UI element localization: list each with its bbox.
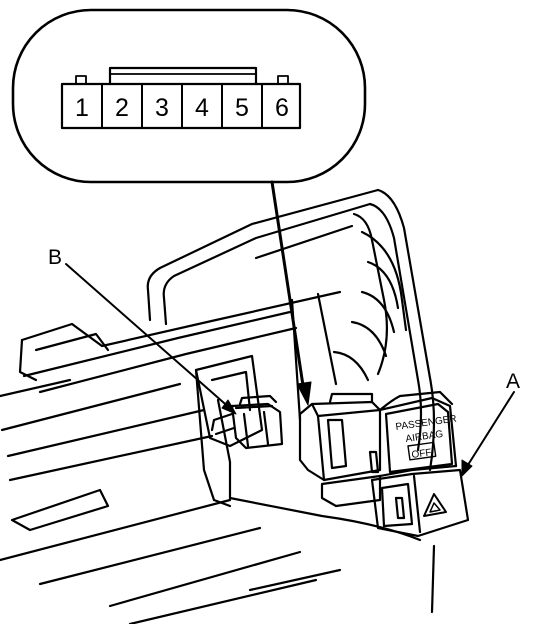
bubble-leader-arrow — [270, 180, 312, 406]
switch-label: PASSENGER AIRBAG OFF — [395, 414, 457, 461]
callout-a-label: A — [506, 370, 520, 393]
callout-a: A — [461, 370, 520, 477]
callout-b-label: B — [48, 246, 62, 269]
switch-label-airbag: AIRBAG — [405, 429, 444, 445]
pin-label-3: 3 — [155, 94, 169, 122]
pin-label-5: 5 — [235, 94, 249, 122]
switch-off-box — [407, 441, 437, 461]
pin-label-6: 6 — [275, 94, 289, 122]
harness-connector-b — [210, 394, 284, 450]
switch-label-passenger: PASSENGER — [395, 414, 457, 433]
callout-b: B — [48, 246, 237, 415]
connector-detail-bubble: 1 2 3 4 5 6 — [11, 8, 367, 184]
bubble-outline — [11, 8, 367, 184]
dashboard-bezel — [0, 188, 436, 626]
pin-label-1: 1 — [75, 94, 89, 122]
pin-label-4: 4 — [195, 94, 209, 122]
pin-label-2: 2 — [115, 94, 129, 122]
connector-face — [60, 66, 302, 130]
switch-assembly-a — [298, 390, 470, 538]
